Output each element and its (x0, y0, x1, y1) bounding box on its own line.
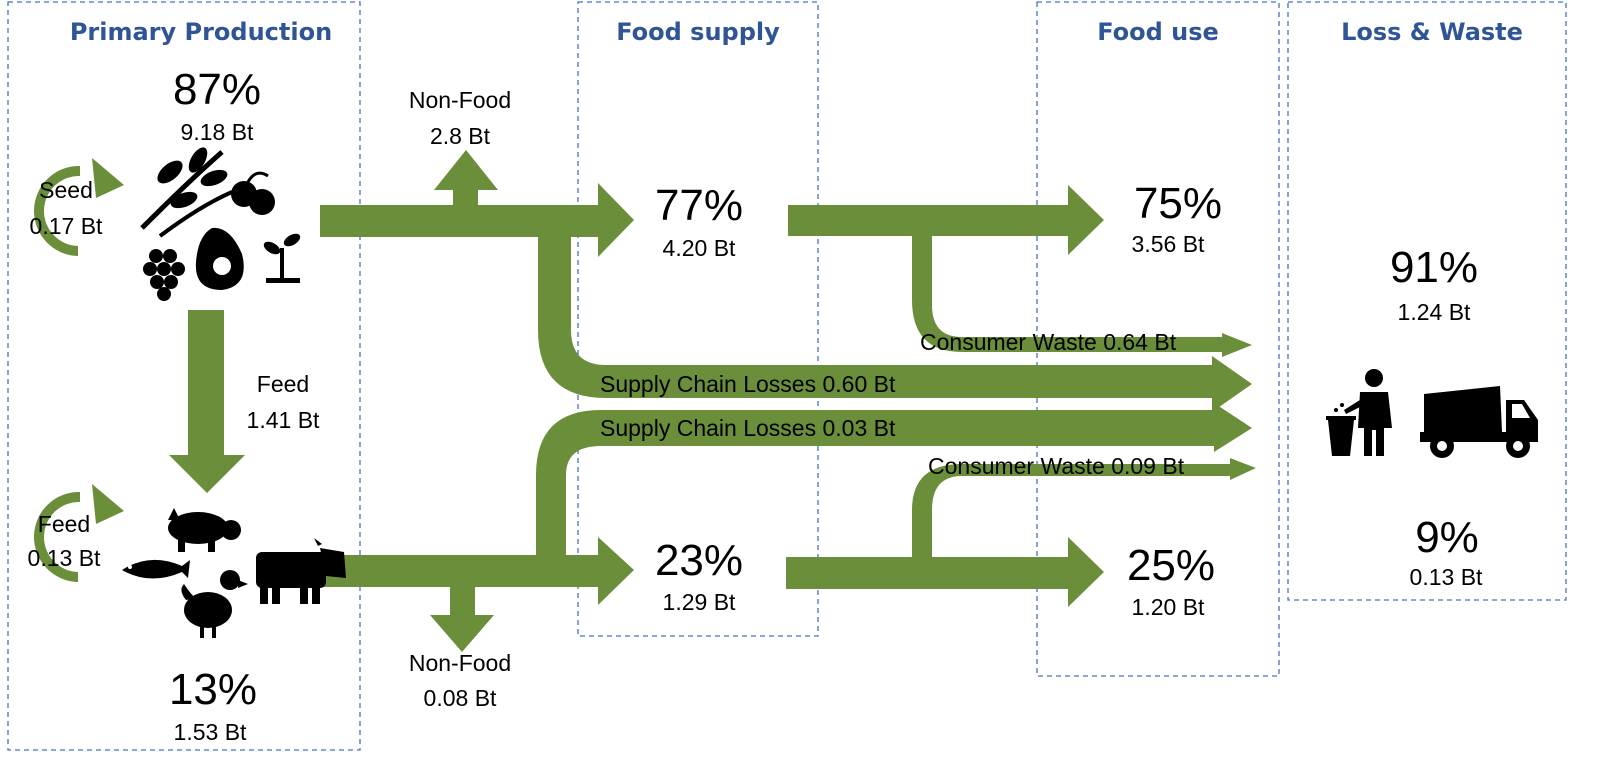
arrow-non-food-top (434, 150, 498, 207)
arrow-supply-chain-losses-bottom (536, 403, 1252, 556)
arrow-primary-to-supply-animal (318, 537, 634, 605)
feed-loop-arrowhead (92, 484, 124, 524)
plant-production-amount: 9.18 Bt (181, 119, 254, 145)
loss-animal-amount: 0.13 Bt (1410, 564, 1483, 590)
seed-amount: 0.17 Bt (30, 213, 103, 239)
primary-production-box (7, 1, 361, 751)
food-use-header: Food use (1097, 18, 1219, 46)
supply-chain-losses-top-label: Supply Chain Losses 0.60 Bt (600, 371, 896, 397)
non-food-bottom-amount: 0.08 Bt (424, 685, 497, 711)
dump-truck-icon (1420, 386, 1538, 458)
seed-loop-icon (33, 165, 80, 256)
non-food-top-label: Non-Food (409, 87, 511, 113)
consumer-waste-bottom-label: Consumer Waste 0.09 Bt (928, 453, 1185, 479)
flow-arrows (33, 150, 1256, 652)
supply-animal-percent: 23% (655, 536, 743, 585)
plant-production-percent: 87% (173, 65, 261, 114)
loss-plant-amount: 1.24 Bt (1398, 299, 1471, 325)
plant-foods-icon (140, 147, 301, 301)
seed-label: Seed (39, 177, 93, 203)
arrow-consumer-waste-top (912, 235, 1252, 357)
feed-loop-label: Feed (38, 511, 90, 537)
non-food-top-amount: 2.8 Bt (430, 123, 491, 149)
arrow-primary-to-supply-plant (320, 183, 634, 257)
non-food-bottom-label: Non-Food (409, 650, 511, 676)
arrow-feed-down (169, 310, 245, 493)
arrow-supply-to-use-animal (786, 537, 1104, 607)
loss-plant-percent: 91% (1390, 243, 1478, 292)
use-animal-percent: 25% (1127, 541, 1215, 590)
seed-loop-arrowhead (92, 158, 124, 198)
arrow-supply-to-use-plant (788, 185, 1104, 255)
feed-loop-amount: 0.13 Bt (28, 545, 101, 571)
use-animal-amount: 1.20 Bt (1132, 594, 1205, 620)
food-supply-box (577, 1, 819, 637)
use-plant-percent: 75% (1134, 179, 1222, 228)
supply-plant-percent: 77% (655, 181, 743, 230)
person-trash-icon (1326, 369, 1392, 456)
arrow-consumer-waste-bottom (912, 458, 1256, 558)
use-plant-amount: 3.56 Bt (1132, 231, 1205, 257)
supply-plant-amount: 4.20 Bt (663, 235, 736, 261)
loss-waste-header: Loss & Waste (1341, 18, 1523, 46)
feed-amount: 1.41 Bt (247, 407, 320, 433)
supply-animal-amount: 1.29 Bt (663, 589, 736, 615)
feed-loop-icon (33, 491, 80, 582)
livestock-icon (122, 508, 346, 638)
loss-animal-percent: 9% (1415, 513, 1479, 562)
primary-production-header: Primary Production (70, 18, 332, 46)
animal-production-percent: 13% (169, 665, 257, 714)
arrow-non-food-bottom (430, 587, 494, 652)
supply-chain-losses-bottom-label: Supply Chain Losses 0.03 Bt (600, 415, 896, 441)
feed-label: Feed (257, 371, 309, 397)
animal-production-amount: 1.53 Bt (174, 719, 247, 745)
food-supply-header: Food supply (616, 18, 780, 46)
arrow-supply-chain-losses-top (538, 236, 1252, 412)
loss-waste-box (1287, 1, 1567, 601)
consumer-waste-top-label: Consumer Waste 0.64 Bt (920, 329, 1177, 355)
